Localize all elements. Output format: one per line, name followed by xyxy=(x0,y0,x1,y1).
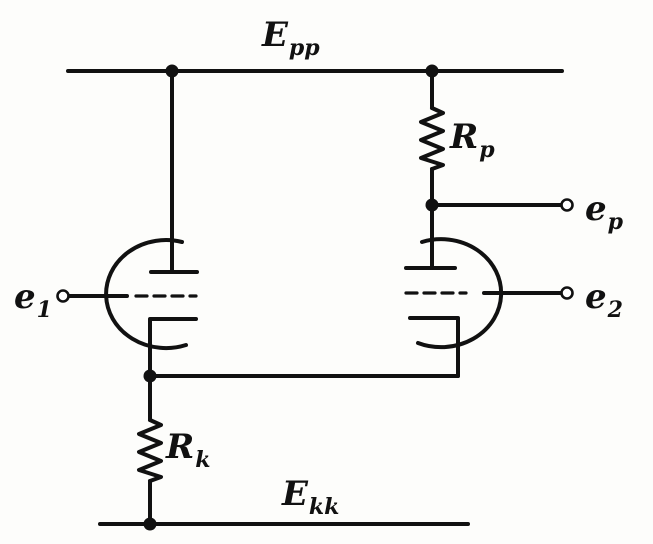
input-2-terminal xyxy=(560,286,574,300)
junction-dot xyxy=(425,64,439,78)
input-1-terminal xyxy=(56,289,70,303)
junction-dot xyxy=(165,64,179,78)
label-e1: e1 xyxy=(14,277,52,323)
label-epp: Epp xyxy=(262,15,320,61)
output-terminal xyxy=(560,198,574,212)
junction-dot xyxy=(143,369,157,383)
label-e2: e2 xyxy=(585,277,623,323)
plate-resistor xyxy=(419,106,445,171)
label-ekk: Ekk xyxy=(282,474,340,520)
right-tube-cathode xyxy=(408,316,460,378)
junction-dot xyxy=(143,517,157,531)
cathode-resistor xyxy=(137,418,163,483)
right-tube-envelope xyxy=(416,237,504,350)
label-rk: Rk xyxy=(166,427,211,473)
label-ep: ep xyxy=(585,189,624,235)
junction-dot xyxy=(425,198,439,212)
left-tube-cathode xyxy=(148,317,198,378)
label-rp: Rp xyxy=(450,117,495,163)
